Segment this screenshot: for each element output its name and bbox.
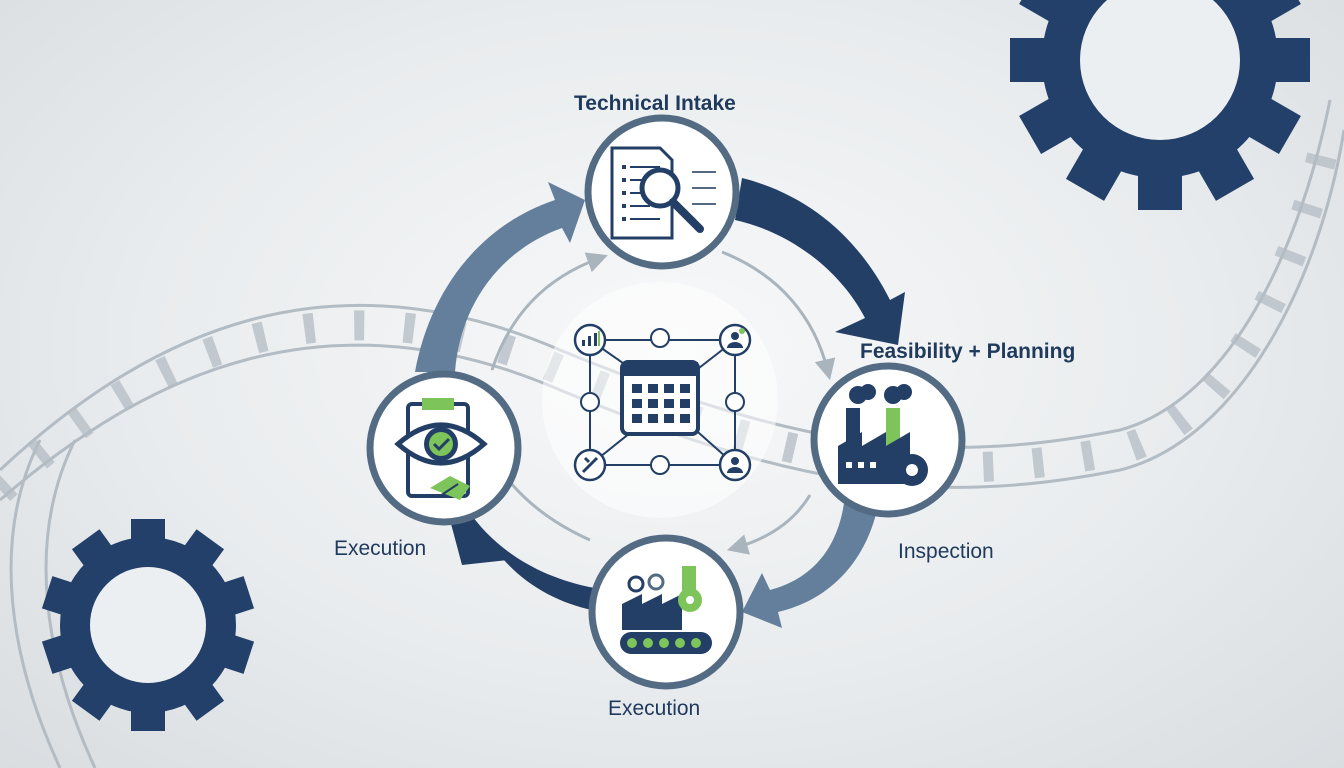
- calendar-network-icon: [542, 282, 778, 518]
- stage-label: Inspection: [898, 540, 994, 563]
- stage-node-execution-bottom: [588, 534, 744, 690]
- cycle-arrows: [415, 178, 905, 628]
- railway-track: [0, 99, 1344, 502]
- stage-node-intake: [584, 114, 740, 270]
- arrow-intake-to-planning: [735, 178, 905, 345]
- factory-conveyor-icon: [620, 566, 712, 654]
- arrow-inspection-to-execution: [742, 495, 880, 628]
- document-magnifier-icon: [610, 146, 716, 240]
- stage-label: Execution: [608, 697, 701, 720]
- stage-label: Technical Intake: [574, 92, 736, 115]
- stage-node-execution-left: [366, 370, 522, 526]
- gear-icon: [41, 519, 255, 731]
- arrow-execution-to-intake: [415, 182, 585, 372]
- eye-check-handshake-icon: [394, 398, 488, 500]
- arrow-execution-to-review: [450, 510, 595, 610]
- factory-gear-icon: [838, 384, 928, 486]
- inner-ring: [490, 250, 836, 555]
- gear-icon: [1010, 0, 1310, 210]
- stage-node-planning: [810, 362, 966, 518]
- stage-label: Feasibility + Planning: [860, 340, 1076, 363]
- stage-label: Execution: [334, 537, 427, 560]
